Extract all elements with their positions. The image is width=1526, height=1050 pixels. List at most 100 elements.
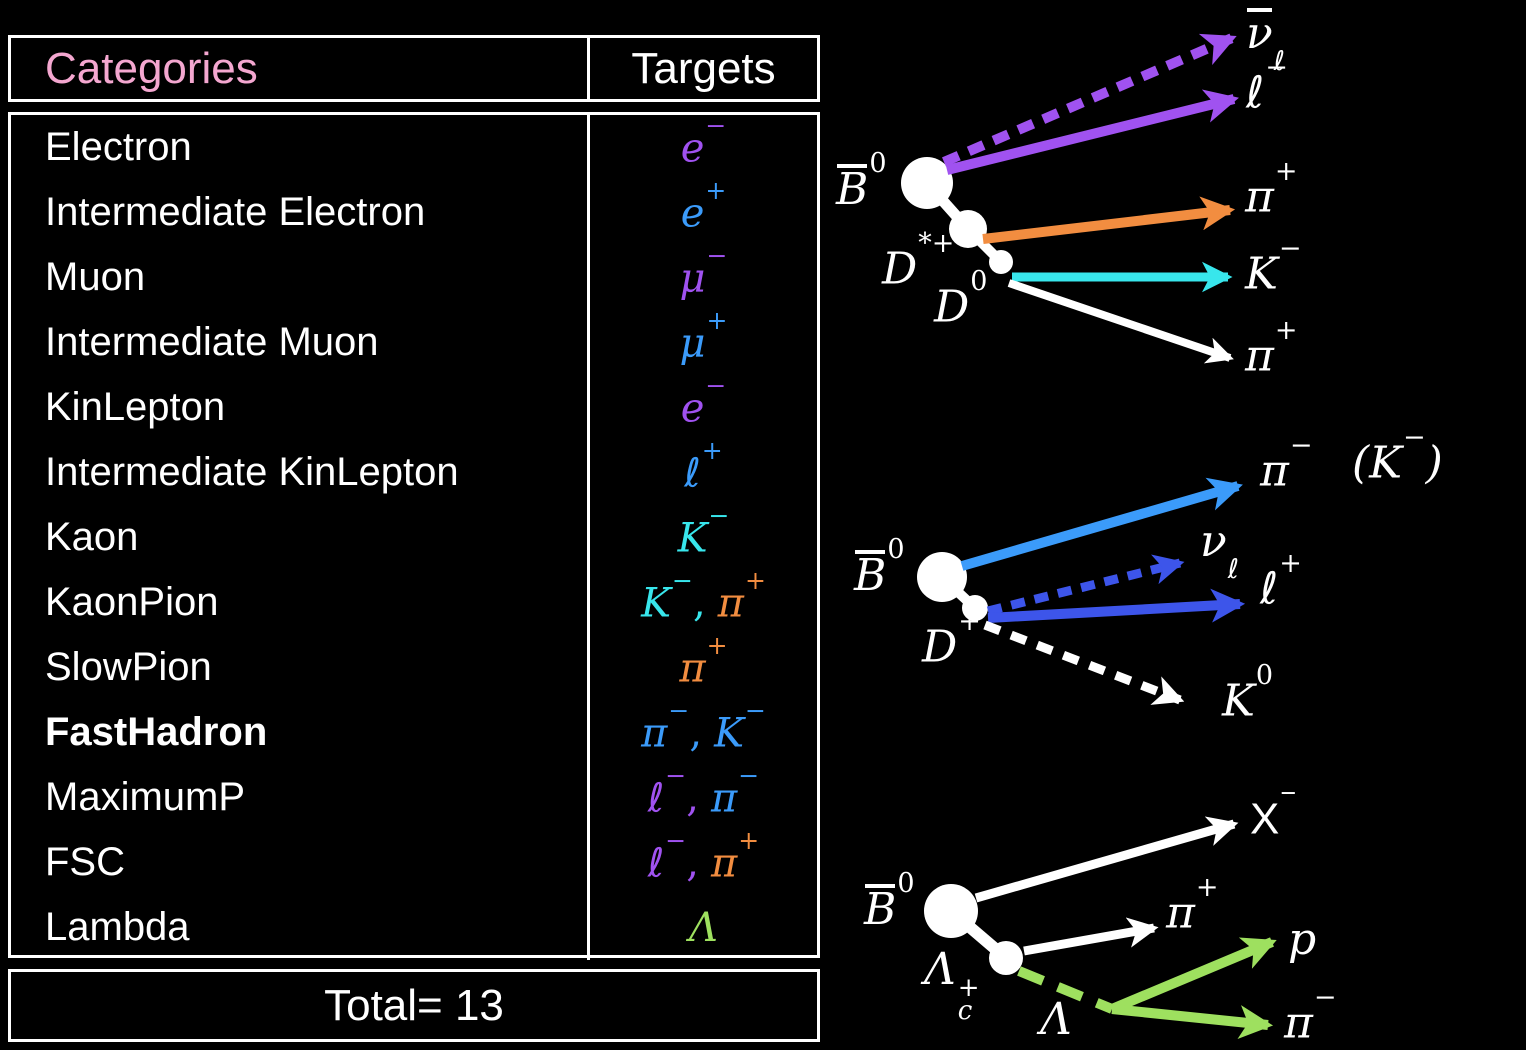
category-cell: Lambda (11, 895, 590, 960)
targets-cell: μ+ (590, 305, 817, 375)
header-targets: Targets (631, 43, 776, 93)
arrow-lepton-plus (987, 588, 1246, 623)
b0bar-label-middle: B0 (854, 534, 905, 601)
b0bar-label-top: B0 (836, 148, 887, 215)
table-row: Intermediate Muon μ+ (11, 305, 817, 375)
targets-cell: π−,K− (641, 695, 766, 757)
pion-plus-label-bottom: π+ (1166, 872, 1219, 939)
arrow-fast-hadron (960, 477, 1243, 571)
b0bar-vertex (924, 884, 978, 938)
arrow-pion-plus (1023, 917, 1159, 956)
lambdac-vertex (989, 941, 1023, 975)
proton-label: p (1288, 914, 1317, 965)
table-row: Muon μ− (11, 240, 817, 310)
pion-plus-orange-label: π+ (1245, 156, 1298, 223)
header-categories: Categories (11, 38, 590, 99)
dstar-label: D*+ (882, 228, 955, 295)
b0bar-vertex (917, 552, 967, 602)
category-cell: KaonPion (11, 570, 590, 635)
table-row: Kaon K− (11, 500, 817, 570)
lepton-minus-label: ℓ− (1246, 52, 1288, 119)
pion-plus-white-label: π+ (1245, 315, 1298, 382)
lambdac-label: Λ+c (924, 944, 980, 1027)
category-cell: FastHadron (11, 700, 590, 765)
target-symbol: μ+ (679, 305, 728, 367)
targets-cell: π+ (590, 631, 817, 700)
arrow-lepton-minus (945, 89, 1239, 175)
table-row: SlowPion π+ (11, 631, 817, 700)
dstar-vertex (949, 210, 987, 248)
table-row: FSC ℓ−,π+ (11, 825, 817, 895)
target-symbol: π− (710, 760, 760, 822)
table-row: KaonPion K−,π+ (11, 565, 817, 635)
targets-cell: ℓ−,π+ (647, 825, 760, 887)
target-symbol: K− (714, 695, 766, 757)
category-cell: Muon (11, 245, 590, 310)
category-cell: FSC (11, 830, 590, 895)
targets-cell: ℓ−,π− (647, 760, 760, 822)
arrow-pion-minus (1111, 1004, 1274, 1039)
targets-cell: e− (590, 110, 817, 180)
x-minus-label: X− (1250, 778, 1297, 844)
target-symbol: Λ (689, 904, 718, 951)
b0bar-vertex (901, 157, 953, 209)
category-cell: Kaon (11, 505, 590, 570)
category-cell: MaximumP (11, 765, 590, 830)
table-body: Electron e− Intermediate Electron e+ Muo… (8, 110, 820, 960)
table-header: Categories Targets (8, 35, 820, 102)
lepton-plus-label: ℓ+ (1260, 548, 1302, 615)
vertex-link (938, 573, 979, 612)
table-row: Intermediate Electron e+ (11, 175, 817, 245)
target-symbol: e+ (680, 175, 727, 237)
targets-cell: ℓ+ (590, 435, 817, 505)
table-total: Total= 13 (8, 969, 820, 1042)
b0bar-label-bottom: B0 (864, 868, 915, 935)
kaon-alt-label: (K−) (1352, 422, 1443, 489)
target-symbol: e− (680, 370, 727, 432)
k0-label: K0 (1222, 660, 1274, 727)
vertex-link (964, 225, 1005, 266)
target-symbol: μ− (679, 240, 728, 302)
category-cell: KinLepton (11, 375, 590, 440)
table-row: FastHadron π−,K− (11, 695, 817, 765)
target-symbol: e− (680, 110, 727, 172)
dplus-label: D+ (922, 606, 981, 673)
lambda-label: Λ (1040, 994, 1072, 1045)
table-row: Lambda Λ (11, 895, 817, 960)
target-symbol: ℓ− (647, 825, 687, 887)
arrow-proton (1110, 937, 1277, 1014)
target-symbol: K− (677, 500, 730, 562)
target-symbol: ℓ− (647, 760, 687, 822)
target-symbol: K− (641, 565, 693, 627)
vertex-link (922, 179, 973, 233)
targets-cell: e+ (590, 175, 817, 245)
nu-label: νℓ (1200, 516, 1239, 585)
targets-cell: K− (590, 500, 817, 570)
arrow-nu (986, 554, 1185, 616)
d0-label: D0 (934, 266, 988, 333)
total-label: Total= 13 (324, 980, 504, 1030)
d0-vertex (989, 250, 1013, 274)
pion-minus-label: π− (1260, 430, 1313, 497)
table-row: MaximumP ℓ−,π− (11, 760, 817, 830)
table-row: KinLepton e− (11, 370, 817, 440)
target-symbol: π+ (717, 565, 766, 627)
arrow-k0 (983, 620, 1185, 705)
category-cell: SlowPion (11, 635, 590, 700)
target-symbol: ℓ+ (684, 435, 723, 497)
table-row: Electron e− (11, 110, 817, 180)
nubar-label: νℓ (1246, 8, 1285, 77)
targets-cell: K−,π+ (641, 565, 766, 627)
targets-cell: μ− (590, 240, 817, 310)
category-cell: Electron (11, 115, 590, 180)
target-symbol: π− (641, 695, 690, 757)
pion-minus-label-bottom: π− (1284, 982, 1337, 1049)
category-cell: Intermediate Muon (11, 310, 590, 375)
category-cell: Intermediate KinLepton (11, 440, 590, 505)
arrow-nubar (942, 33, 1237, 167)
kaon-minus-label: K− (1245, 233, 1302, 300)
arrow-pion-plus-white (1007, 279, 1234, 364)
targets-cell: Λ (590, 895, 817, 960)
arrow-pion-plus-orange (982, 196, 1236, 244)
